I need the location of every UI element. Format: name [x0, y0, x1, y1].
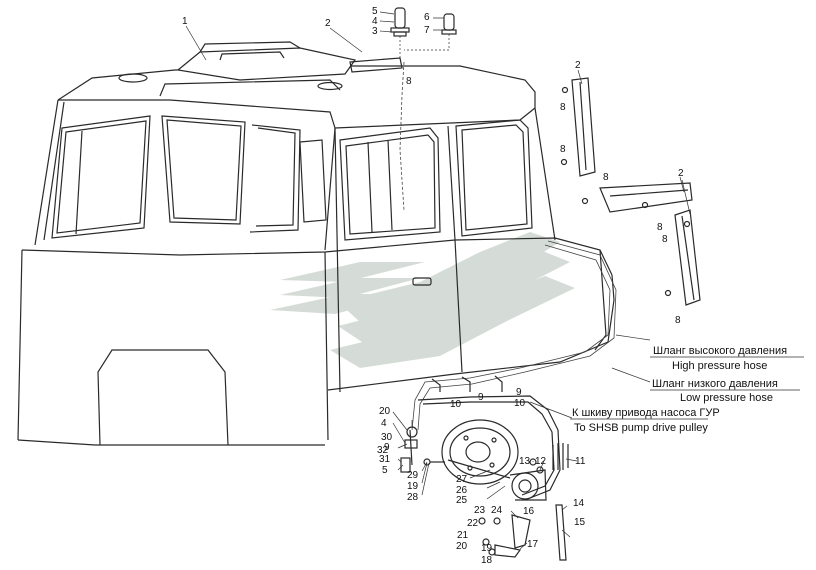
watermark-logo: [270, 232, 575, 368]
part-number: 8: [560, 102, 566, 113]
part-number: 4: [381, 418, 387, 429]
part-number: 5: [382, 465, 388, 476]
part-number: 14: [573, 498, 585, 509]
part-number: 4: [372, 16, 378, 27]
part-number: 8: [560, 144, 566, 155]
part-number: 8: [662, 234, 668, 245]
hose-callouts: Шланг высокого давления High pressure ho…: [570, 345, 804, 434]
part-number: 6: [424, 12, 430, 23]
part-number: 8: [406, 76, 412, 87]
part-number: 30: [381, 432, 393, 443]
part-number: 9: [516, 387, 522, 398]
low-pressure-hose-label-en: Low pressure hose: [680, 392, 773, 404]
leader-lines: [185, 11, 691, 550]
part-number: 8: [657, 222, 663, 233]
high-pressure-hose-label-en: High pressure hose: [672, 360, 767, 372]
part-number: 24: [491, 505, 503, 516]
cab-body: [17, 41, 615, 446]
part-number: 19: [407, 481, 419, 492]
part-number: 11: [575, 456, 586, 467]
part-number: 15: [574, 517, 586, 528]
part-number: 31: [379, 454, 391, 465]
pump-pulley-label-en: To SHSB pump drive pulley: [574, 422, 708, 434]
part-number: 23: [474, 505, 486, 516]
pump-pulley-label-ru: К шкиву привода насоса ГУР: [572, 407, 720, 419]
part-number: 13: [519, 456, 531, 467]
part-number-labels: 1 2 5 4 3 6 7 8 2 8 8 8 2 8 8 8 9 10 9 1…: [182, 6, 684, 566]
part-number: 12: [535, 456, 547, 467]
part-number: 17: [527, 539, 539, 550]
part-number: 5: [372, 6, 378, 17]
part-number: 26: [456, 485, 468, 496]
part-number: 10: [514, 398, 526, 409]
part-number: 2: [575, 60, 581, 71]
part-number: 2: [325, 18, 331, 29]
part-number: 20: [379, 406, 391, 417]
part-number: 7: [424, 25, 430, 36]
part-number: 8: [675, 315, 681, 326]
part-number: 18: [481, 555, 493, 566]
part-number: 19: [481, 543, 493, 554]
part-number: 2: [678, 168, 684, 179]
part-number: 27: [456, 474, 468, 485]
part-number: 29: [407, 470, 419, 481]
part-number: 8: [603, 172, 609, 183]
hose-routing: [399, 61, 617, 501]
part-number: 1: [182, 16, 188, 27]
part-number: 10: [450, 399, 462, 410]
part-number: 21: [457, 530, 469, 541]
part-number: 22: [467, 518, 479, 529]
part-number: 16: [523, 506, 535, 517]
roof-fasteners: [390, 7, 457, 58]
part-number: 3: [372, 26, 378, 37]
part-number: 20: [456, 541, 468, 552]
part-number: 32: [377, 445, 389, 456]
part-number: 25: [456, 495, 468, 506]
part-number: 28: [407, 492, 419, 503]
low-pressure-hose-label-ru: Шланг низкого давления: [652, 378, 778, 390]
part-number: 9: [384, 442, 390, 453]
mounting-brackets: [560, 77, 701, 306]
high-pressure-hose-label-ru: Шланг высокого давления: [653, 345, 787, 357]
part-number: 9: [478, 392, 484, 403]
